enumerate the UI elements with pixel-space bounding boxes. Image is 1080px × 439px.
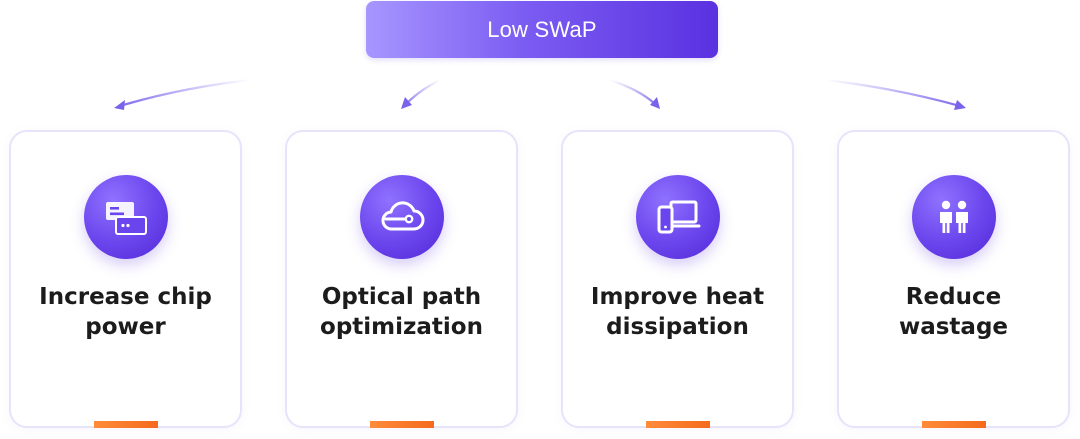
arrowhead-1: [114, 100, 125, 110]
card-title: Optical path optimization: [320, 284, 483, 340]
arrowhead-3: [650, 97, 660, 109]
arrowhead-2: [401, 97, 412, 109]
server-stack-icon: [83, 175, 168, 259]
card-optical-path-optimization: Optical path optimization: [285, 130, 518, 428]
arrow-to-card-2: [405, 79, 441, 105]
header-pill: Low SWaP: [366, 1, 718, 58]
card-increase-chip-power: Increase chip power: [9, 130, 242, 428]
card-accent-bar: [921, 421, 986, 428]
arrowhead-4: [954, 100, 966, 110]
card-reduce-wastage: Reduce wastage: [837, 130, 1070, 428]
people-icon: [911, 175, 996, 259]
card-title: Increase chip power: [39, 284, 212, 340]
card-title: Improve heat dissipation: [590, 284, 765, 340]
card-accent-bar: [93, 421, 158, 428]
devices-icon: [635, 175, 720, 259]
arrow-to-card-4: [824, 78, 961, 108]
arrow-to-card-1: [119, 78, 251, 108]
card-title: Reduce wastage: [898, 284, 1009, 340]
header-label: Low SWaP: [487, 16, 597, 42]
arrow-to-card-3: [609, 78, 656, 105]
cloud-connection-icon: [359, 175, 444, 259]
card-accent-bar: [645, 421, 710, 428]
card-accent-bar: [369, 421, 434, 428]
card-improve-heat-dissipation: Improve heat dissipation: [561, 130, 794, 428]
